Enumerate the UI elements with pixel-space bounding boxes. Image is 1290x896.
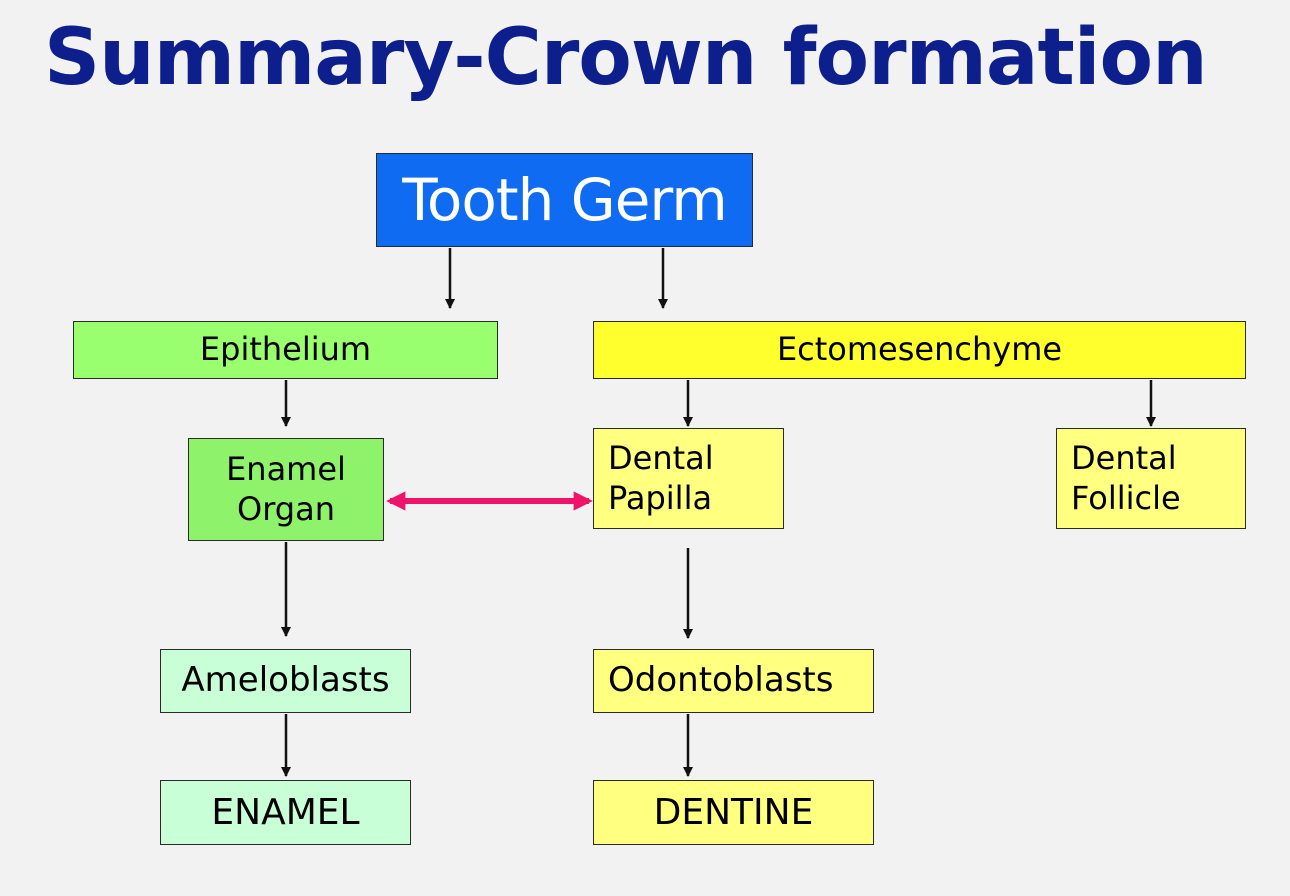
enamel-organ-box: Enamel Organ	[188, 438, 384, 541]
page-title: Summary-Crown formation	[44, 13, 1208, 103]
ameloblasts-box: Ameloblasts	[160, 649, 411, 713]
tooth-germ-box: Tooth Germ	[376, 153, 753, 247]
odontoblasts-box: Odontoblasts	[593, 649, 874, 713]
ectomesenchyme-label: Ectomesenchyme	[776, 330, 1063, 369]
dental-papilla-label-line2: Papilla	[608, 478, 713, 517]
dental-follicle-box: Dental Follicle	[1056, 428, 1246, 529]
enamel-label: ENAMEL	[211, 791, 360, 833]
dentine-label: DENTINE	[653, 791, 814, 833]
odontoblasts-label: Odontoblasts	[608, 660, 834, 701]
ectomesenchyme-box: Ectomesenchyme	[593, 321, 1246, 379]
dental-follicle-label-line2: Follicle	[1071, 478, 1181, 517]
dental-follicle-label-line1: Dental	[1071, 439, 1177, 478]
epithelium-label: Epithelium	[199, 330, 372, 369]
dental-papilla-box: Dental Papilla	[593, 428, 784, 529]
dental-papilla-label-line1: Dental	[608, 439, 714, 478]
enamel-box: ENAMEL	[160, 780, 411, 845]
tooth-germ-label: Tooth Germ	[402, 165, 727, 234]
enamel-organ-label-line2: Organ	[237, 489, 335, 528]
dentine-box: DENTINE	[593, 780, 874, 845]
ameloblasts-label: Ameloblasts	[181, 660, 390, 701]
epithelium-box: Epithelium	[73, 321, 498, 379]
enamel-organ-label-line1: Enamel	[226, 450, 346, 489]
